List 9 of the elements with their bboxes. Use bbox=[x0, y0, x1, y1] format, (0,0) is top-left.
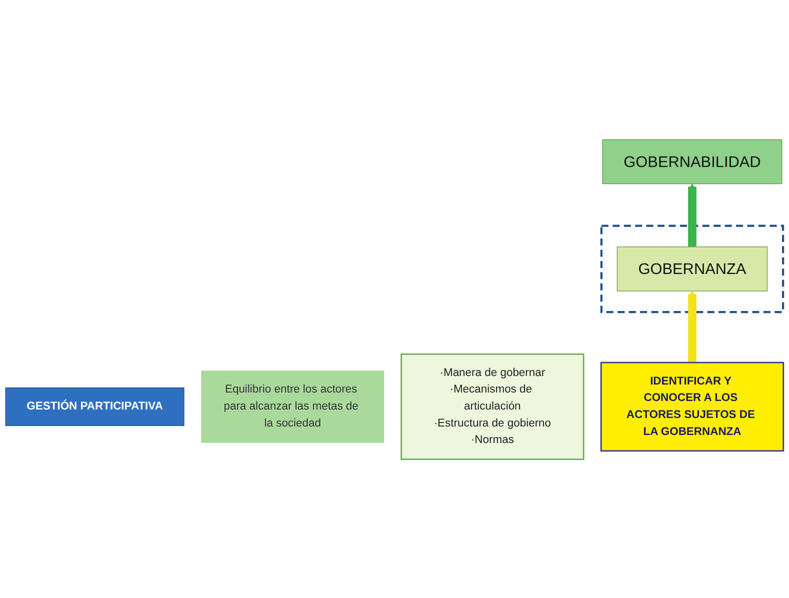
node-box: Equilibrio entre los actores para alcanzar las metas de la sociedad bbox=[201, 370, 384, 442]
node-box: ·Manera de gobernar ·Mecanismos de articulación ·Estructura de gobierno ·Normas bbox=[400, 352, 584, 460]
node-box: GESTIÓN PARTICIPATIVA bbox=[5, 386, 184, 426]
cluster bbox=[600, 224, 784, 313]
arrow bbox=[688, 183, 696, 248]
node-box: GOBERNABILIDAD bbox=[602, 138, 782, 184]
node-box: IDENTIFICAR Y CONOCER A LOS ACTORES SUJETOS DE LA GOBERNANZA bbox=[600, 361, 784, 452]
arrow bbox=[688, 290, 696, 362]
node-box: GOBERNANZA bbox=[616, 246, 768, 291]
